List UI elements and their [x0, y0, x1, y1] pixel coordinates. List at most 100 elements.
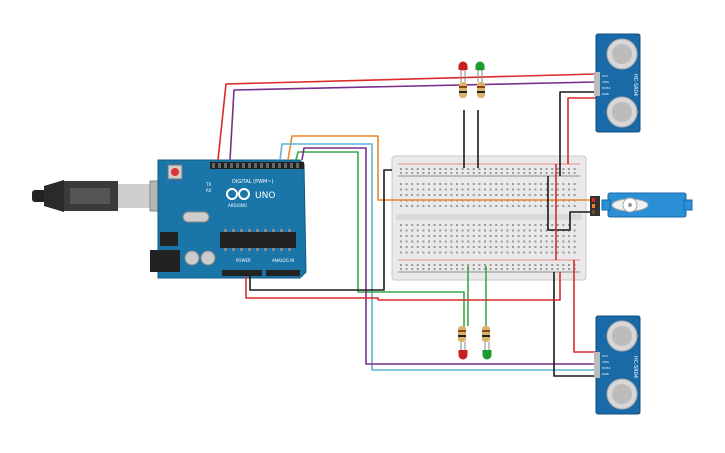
breadboard-hole — [428, 172, 430, 174]
breadboard-hole — [506, 235, 509, 237]
breadboard-hole — [433, 251, 436, 254]
breadboard-hole — [512, 240, 514, 243]
breadboard-hole — [573, 168, 576, 170]
breadboard-hole — [461, 172, 464, 174]
breadboard-hole — [422, 194, 425, 196]
breadboard-hole — [540, 224, 542, 226]
led-green-bottom[interactable] — [482, 342, 492, 360]
breadboard-hole — [411, 224, 414, 226]
breadboard-hole — [456, 188, 458, 191]
breadboard-hole — [484, 188, 486, 191]
breadboard-hole — [472, 183, 475, 185]
breadboard-hole — [489, 172, 492, 174]
breadboard-hole — [517, 188, 520, 191]
breadboard-hole — [523, 240, 526, 243]
breadboard-hole — [422, 183, 425, 185]
breadboard-hole — [411, 205, 414, 207]
breadboard-hole — [573, 224, 576, 226]
breadboard-hole — [411, 251, 414, 254]
breadboard-hole — [528, 268, 531, 270]
breadboard-hole — [428, 235, 430, 237]
breadboard-hole — [400, 194, 402, 196]
breadboard-hole — [523, 183, 526, 185]
breadboard-hole — [433, 268, 436, 270]
breadboard-hole — [517, 268, 520, 270]
breadboard-hole — [411, 268, 414, 270]
ultrasonic-sensor-top[interactable]: HC-SR04 VCC TRIG ECHO GND — [594, 33, 641, 133]
breadboard-hole — [534, 188, 537, 191]
breadboard-hole — [517, 235, 520, 237]
breadboard-hole — [444, 183, 447, 185]
breadboard-hole — [405, 224, 408, 226]
breadboard-hole — [444, 268, 447, 270]
breadboard-hole — [484, 246, 486, 248]
breadboard-hole — [416, 240, 419, 243]
breadboard-hole — [400, 205, 402, 207]
breadboard-hole — [467, 235, 470, 237]
breadboard-hole — [472, 194, 475, 196]
led-red-bottom[interactable] — [458, 342, 468, 360]
resistor-bottom-2[interactable] — [482, 326, 490, 342]
breadboard-hole — [556, 235, 559, 237]
servo-horn[interactable] — [611, 197, 649, 213]
breadboard-hole — [472, 251, 475, 254]
breadboard-hole — [523, 251, 526, 254]
resistor-top-2[interactable] — [477, 82, 485, 98]
breadboard-hole — [439, 188, 442, 191]
breadboard-hole — [568, 268, 570, 270]
arduino-uno-board[interactable]: DIGITAL (PWM~) UNO ARDUINO TX RX — [150, 159, 307, 279]
breadboard-hole — [411, 183, 414, 185]
breadboard-hole — [562, 194, 565, 196]
breadboard-hole — [428, 229, 430, 232]
breadboard-hole — [433, 194, 436, 196]
breadboard-hole — [472, 224, 475, 226]
resistor-bottom-1[interactable] — [458, 326, 466, 342]
rx-label: RX — [206, 188, 212, 193]
resistor-top-1[interactable] — [459, 82, 467, 98]
servo-motor[interactable] — [590, 192, 693, 218]
breadboard-hole — [450, 168, 453, 170]
breadboard-hole — [444, 172, 447, 174]
breadboard-hole — [450, 188, 453, 191]
breadboard-hole — [534, 168, 537, 170]
breadboard-hole — [439, 264, 442, 266]
breadboard-hole — [422, 188, 425, 191]
breadboard-hole — [500, 240, 503, 243]
breadboard-hole — [411, 264, 414, 266]
breadboard-hole — [456, 172, 458, 174]
breadboard-hole — [428, 205, 430, 207]
breadboard-hole — [439, 246, 442, 248]
breadboard-hole — [495, 268, 498, 270]
breadboard-hole — [556, 264, 559, 266]
breadboard-hole — [450, 224, 453, 226]
breadboard-hole — [428, 224, 430, 226]
breadboard-hole — [411, 172, 414, 174]
breadboard-hole — [405, 183, 408, 185]
breadboard-hole — [456, 251, 458, 254]
breadboard-hole — [456, 224, 458, 226]
led-red-top[interactable] — [458, 61, 468, 83]
breadboard-hole — [551, 205, 554, 207]
breadboard-hole — [500, 168, 503, 170]
breadboard-hole — [534, 229, 537, 232]
breadboard-hole — [416, 251, 419, 254]
breadboard[interactable] — [391, 155, 587, 281]
breadboard-hole — [556, 168, 559, 170]
breadboard-hole — [405, 264, 408, 266]
breadboard-hole — [456, 229, 458, 232]
breadboard-hole — [400, 183, 402, 185]
breadboard-hole — [444, 205, 447, 207]
sensor-top-model: HC-SR04 — [632, 74, 638, 96]
wire-green — [295, 151, 465, 330]
wire-red-bottom-sensor — [573, 260, 596, 353]
led-green-top[interactable] — [475, 61, 485, 83]
breadboard-hole — [545, 268, 548, 270]
capacitor — [200, 250, 216, 266]
breadboard-hole — [506, 168, 509, 170]
breadboard-hole — [405, 229, 408, 232]
ultrasonic-sensor-bottom[interactable]: HC-SR04 VCC TRIG ECHO GND — [594, 315, 641, 415]
breadboard-hole — [416, 183, 419, 185]
breadboard-hole — [484, 224, 486, 226]
breadboard-hole — [495, 251, 498, 254]
